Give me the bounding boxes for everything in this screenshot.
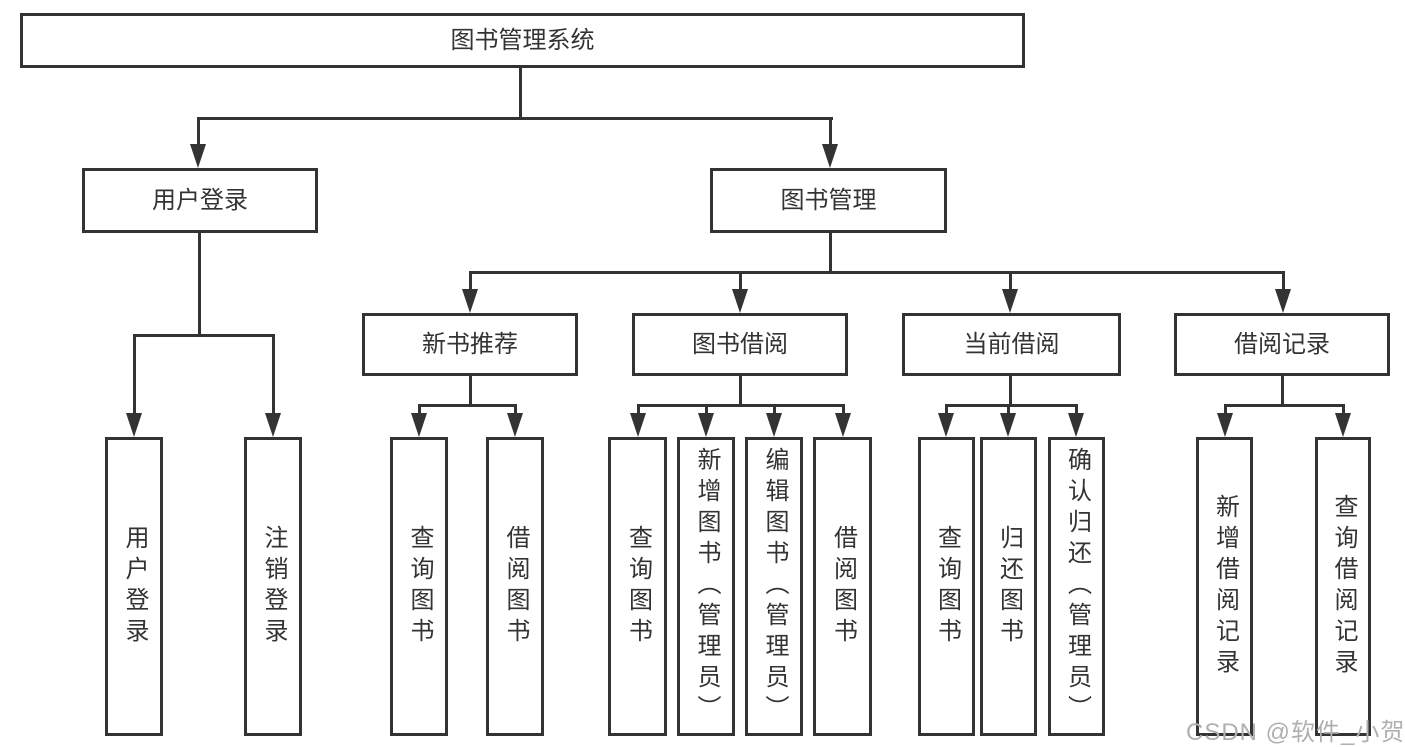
edge-borrowing-branch	[637, 404, 844, 407]
leaf-current-return: 归还图书	[980, 437, 1037, 736]
leaf-records-add: 新增借阅记录	[1196, 437, 1253, 736]
node-new-book-rec: 新书推荐	[362, 313, 578, 376]
leaf-newbook-borrow: 借阅图书	[486, 437, 544, 736]
node-borrow-records: 借阅记录	[1174, 313, 1390, 376]
arrowhead-down-icon	[462, 289, 478, 313]
leaf-records-query: 查询借阅记录	[1315, 437, 1371, 736]
edge-userlogin-drop-logout	[272, 334, 275, 415]
arrowhead-down-icon	[1335, 413, 1351, 437]
edge-current-drop-return	[1007, 404, 1010, 415]
edge-userlogin-branch	[133, 334, 275, 337]
arrowhead-down-icon	[507, 413, 523, 437]
edge-records-branch	[1224, 404, 1344, 407]
leaf-user-login: 用户登录	[105, 437, 163, 736]
arrowhead-down-icon	[1275, 289, 1291, 313]
leaf-current-confirm: 确认归还（管理员）	[1048, 437, 1105, 736]
edge-borrowing-drop-borrow	[842, 404, 845, 415]
arrowhead-down-icon	[411, 413, 427, 437]
arrowhead-down-icon	[1002, 289, 1018, 313]
node-user-login: 用户登录	[82, 168, 318, 233]
arrowhead-down-icon	[698, 413, 714, 437]
edge-root-drop-bookmgmt	[829, 117, 832, 146]
arrowhead-down-icon	[1217, 413, 1233, 437]
arrowhead-down-icon	[190, 144, 206, 168]
leaf-borrowing-query: 查询图书	[608, 437, 667, 736]
edge-bookmgmt-drop-newbook	[469, 271, 472, 291]
edge-records-drop-query	[1342, 404, 1345, 415]
edge-records-drop-add	[1224, 404, 1227, 415]
arrowhead-down-icon	[835, 413, 851, 437]
arrowhead-down-icon	[1068, 413, 1084, 437]
edge-newbook-drop-query	[418, 404, 421, 415]
edge-bookmgmt-drop-current	[1009, 271, 1012, 291]
arrowhead-down-icon	[126, 413, 142, 437]
edge-root-branch	[197, 117, 833, 120]
edge-bookmgmt-drop-borrowing	[739, 271, 742, 291]
edge-borrowing-drop-edit	[773, 404, 776, 415]
node-book-borrowing: 图书借阅	[632, 313, 848, 376]
arrowhead-down-icon	[822, 144, 838, 168]
edge-newbook-drop-borrow	[514, 404, 517, 415]
edge-current-drop-query	[945, 404, 948, 415]
arrowhead-down-icon	[938, 413, 954, 437]
edge-current-stem	[1009, 376, 1012, 407]
edge-bookmgmt-branch	[469, 271, 1284, 274]
leaf-borrowing-edit: 编辑图书（管理员）	[745, 437, 803, 736]
edge-root-drop-userlogin	[197, 117, 200, 146]
watermark: CSDN @软件_小贺同学	[1186, 719, 1405, 746]
edge-bookmgmt-stem	[829, 233, 832, 274]
edge-borrowing-stem	[739, 376, 742, 407]
leaf-newbook-query: 查询图书	[390, 437, 448, 736]
node-root: 图书管理系统	[20, 13, 1025, 68]
arrowhead-down-icon	[766, 413, 782, 437]
leaf-borrowing-borrow: 借阅图书	[813, 437, 872, 736]
edge-newbook-stem	[469, 376, 472, 407]
edge-records-stem	[1281, 376, 1284, 407]
edge-root-stem	[519, 68, 522, 120]
edge-borrowing-drop-query	[637, 404, 640, 415]
arrowhead-down-icon	[265, 413, 281, 437]
edge-userlogin-drop-login	[133, 334, 136, 415]
node-current-borrowing: 当前借阅	[902, 313, 1121, 376]
arrowhead-down-icon	[732, 289, 748, 313]
edge-newbook-branch	[418, 404, 517, 407]
node-book-mgmt: 图书管理	[710, 168, 947, 233]
edge-current-branch	[945, 404, 1078, 407]
edge-borrowing-drop-add	[705, 404, 708, 415]
leaf-logout: 注销登录	[244, 437, 302, 736]
arrowhead-down-icon	[630, 413, 646, 437]
edge-bookmgmt-drop-records	[1282, 271, 1285, 291]
leaf-borrowing-add: 新增图书（管理员）	[677, 437, 735, 736]
edge-userlogin-stem	[198, 233, 201, 337]
leaf-current-query: 查询图书	[918, 437, 975, 736]
arrowhead-down-icon	[1000, 413, 1016, 437]
edge-current-drop-confirm	[1075, 404, 1078, 415]
